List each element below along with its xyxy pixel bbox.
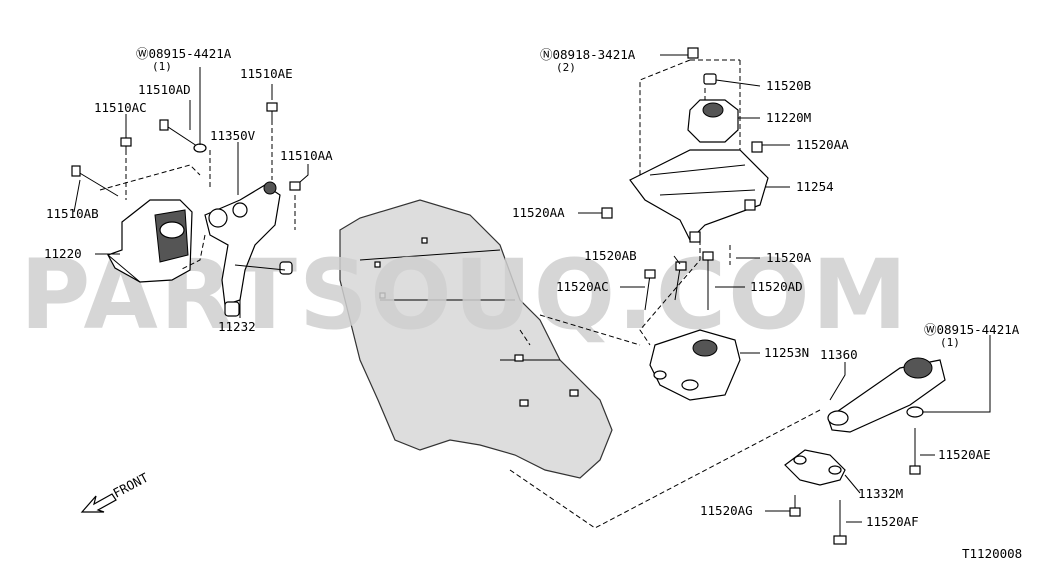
callout-11520ad: 11520AD	[750, 279, 803, 294]
callout-11360: 11360	[820, 347, 858, 362]
callout-w-right: Ⓦ08915-4421A	[924, 322, 1020, 337]
callout-n-top-qty: (2)	[556, 61, 576, 74]
torque-rod-11360	[827, 357, 946, 433]
callout-11520b: 11520B	[766, 78, 811, 93]
mount-11253n	[649, 329, 741, 401]
callout-11520ab: 11520AB	[584, 248, 637, 263]
bracket-11350v	[204, 181, 293, 317]
front-label: FRONT	[110, 470, 151, 501]
engine-block	[339, 199, 613, 479]
callout-11510aa: 11510AA	[280, 148, 333, 163]
mount-11220	[107, 199, 193, 283]
callout-11220m: 11220M	[766, 110, 811, 125]
callout-11520a: 11520A	[766, 250, 812, 265]
callout-11510ad: 11510AD	[138, 82, 191, 97]
callout-11520ae: 11520AE	[938, 447, 991, 462]
callout-labels: Ⓦ08915-4421A (1) 11510AD 11510AE 11510AC…	[44, 46, 1022, 561]
callout-n-top: Ⓝ08918-3421A	[540, 47, 636, 62]
callout-11520af: 11520AF	[866, 514, 919, 529]
callout-11510ab: 11510AB	[46, 206, 99, 221]
callout-11254: 11254	[796, 179, 834, 194]
bolts-lower-right	[789, 428, 921, 545]
callout-w-right-qty: (1)	[940, 336, 960, 349]
bracket-11332m	[784, 449, 846, 486]
callout-11332m: 11332M	[858, 486, 903, 501]
callout-11520aa-right: 11520AA	[796, 137, 849, 152]
leader-lines	[73, 54, 991, 523]
callout-11253n: 11253N	[764, 345, 809, 360]
callout-11232: 11232	[218, 319, 256, 334]
bolts-left	[71, 102, 301, 197]
callout-11520ag: 11520AG	[700, 503, 753, 518]
callout-11510ae: 11510AE	[240, 66, 293, 81]
callout-11520aa-left: 11520AA	[512, 205, 565, 220]
diagram-id: T1120008	[962, 546, 1022, 561]
callout-11220: 11220	[44, 246, 82, 261]
callout-w-top: Ⓦ08915-4421A	[136, 46, 232, 61]
front-arrow: FRONT	[80, 470, 151, 513]
mount-11220m	[601, 47, 769, 243]
callout-11510ac: 11510AC	[94, 100, 147, 115]
callout-11350v: 11350V	[210, 128, 256, 143]
callout-w-top-qty: (1)	[152, 60, 172, 73]
callout-11520ac: 11520AC	[556, 279, 609, 294]
bolts-middle	[644, 251, 714, 311]
